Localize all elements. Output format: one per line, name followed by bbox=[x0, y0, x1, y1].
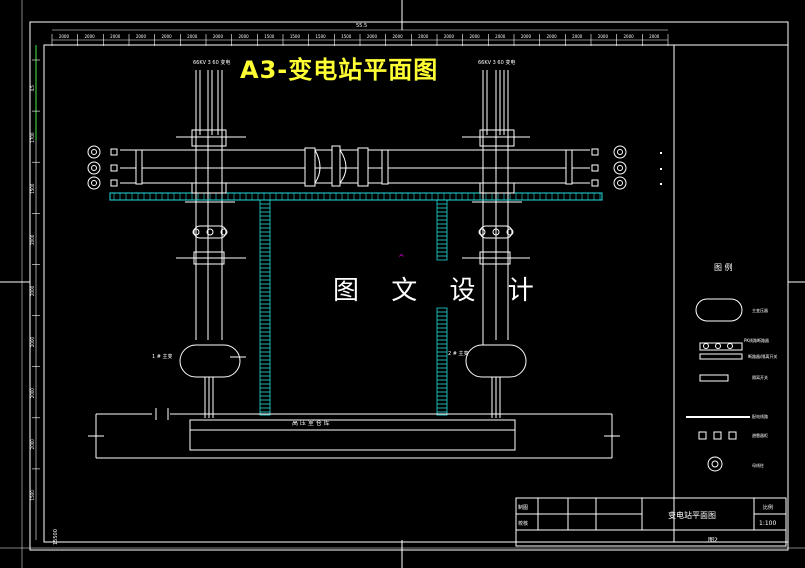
top-scale-label: 2000 bbox=[444, 34, 455, 39]
legend-labels: 主变压器 PK线路断路器 断路器/隔离开关 隔离开关 配电线路 避雷器柜 母线柱 bbox=[744, 307, 777, 468]
building-outline bbox=[88, 408, 620, 459]
cable-ladder bbox=[436, 307, 448, 416]
top-scale-label: 2000 bbox=[598, 34, 609, 39]
legend-frame bbox=[673, 44, 789, 543]
top-dimension-label: 55.5 bbox=[356, 23, 367, 29]
transformer-1 bbox=[179, 344, 246, 418]
top-scale-label: 1500 bbox=[290, 34, 301, 39]
top-scale-label: 2000 bbox=[624, 34, 635, 39]
top-scale-label: 2000 bbox=[187, 34, 198, 39]
transformer-2 bbox=[465, 310, 527, 418]
legend-title: 图 例 bbox=[714, 262, 733, 272]
building-label: 高 压 室 仓 库 bbox=[292, 419, 330, 427]
left-scale: 4.5 1700 1500 2000 2000 2000 2000 2000 1500 bbox=[30, 59, 40, 501]
transformer-2-label: 2 # 主变 bbox=[448, 350, 469, 357]
top-scale-label: 2000 bbox=[59, 34, 70, 39]
transformer-1-label: 1 # 主变 bbox=[152, 353, 173, 360]
legend-item-1: PK线路断路器 bbox=[744, 337, 769, 343]
top-scale-label: 2000 bbox=[136, 34, 147, 39]
left-bottom-dimension: 15500 bbox=[53, 529, 59, 545]
left-scale-label: 2000 bbox=[30, 234, 35, 245]
legend-item-6: 母线柱 bbox=[752, 462, 764, 468]
watermark: 图 文 设 计 bbox=[333, 276, 546, 306]
cable-ladders bbox=[259, 199, 448, 416]
title-block-ratio-label: 比例 bbox=[763, 504, 773, 511]
top-scale-label: 2000 bbox=[572, 34, 583, 39]
top-scale-label: 2000 bbox=[162, 34, 173, 39]
drawing-title: A3-变电站平面图 bbox=[240, 56, 439, 84]
feeder-label-left: 66KV 3 60 变电 bbox=[193, 59, 230, 66]
switchgear-right bbox=[462, 129, 530, 265]
top-scale-label: 2000 bbox=[418, 34, 429, 39]
left-scale-label: 2000 bbox=[30, 285, 35, 296]
top-scale-label: 1500 bbox=[264, 34, 275, 39]
top-scale-label: 2000 bbox=[547, 34, 558, 39]
title-block-ratio-value: 1:100 bbox=[759, 520, 776, 527]
title-block-row1-label: 制图 bbox=[518, 504, 528, 511]
top-scale-label: 2000 bbox=[649, 34, 660, 39]
title-block-drawing-name: 变电站平面图 bbox=[668, 510, 716, 520]
switchgear-left bbox=[176, 129, 246, 265]
legend-item-3: 隔离开关 bbox=[752, 374, 768, 380]
top-scale-label: 1500 bbox=[316, 34, 327, 39]
top-scale-label: 2000 bbox=[495, 34, 506, 39]
left-scale-label: 2000 bbox=[30, 388, 35, 399]
legend-item-4: 配电线路 bbox=[752, 413, 768, 419]
left-scale-label: 1500 bbox=[30, 183, 35, 194]
phase-marks bbox=[660, 152, 662, 185]
top-scale-label: 2000 bbox=[213, 34, 224, 39]
incoming-lines-right bbox=[482, 70, 509, 340]
top-scale-label: 2000 bbox=[393, 34, 404, 39]
cable-ladder bbox=[436, 199, 448, 261]
legend-item-0: 主变压器 bbox=[752, 307, 768, 313]
gantry-beam bbox=[109, 192, 603, 201]
gantry-beam-ticks bbox=[113, 193, 601, 200]
top-scale-label: 2000 bbox=[367, 34, 378, 39]
left-scale-label: 1500 bbox=[30, 490, 35, 501]
top-scale: 2000 2000 2000 2000 2000 2000 2000 2000 1500 1500… bbox=[51, 34, 669, 46]
bus-terminals-right bbox=[591, 145, 627, 190]
legend-item-5: 避雷器柜 bbox=[752, 432, 768, 438]
top-scale-label: 2000 bbox=[85, 34, 96, 39]
title-block-row2-label: 校核 bbox=[518, 520, 528, 527]
top-scale-label: 2000 bbox=[521, 34, 532, 39]
origin-marker: ^ bbox=[398, 253, 405, 262]
legend-item-2: 断路器/隔离开关 bbox=[748, 353, 777, 359]
top-scale-label: 1500 bbox=[341, 34, 352, 39]
top-scale-label: 2000 bbox=[470, 34, 481, 39]
left-scale-label: 4.5 bbox=[30, 85, 35, 92]
busbars bbox=[120, 145, 590, 187]
incoming-lines-left bbox=[195, 70, 223, 340]
left-scale-label: 2000 bbox=[30, 439, 35, 450]
top-scale-label: 2000 bbox=[110, 34, 121, 39]
legend-symbols bbox=[686, 298, 750, 472]
top-scale-label: 2000 bbox=[239, 34, 250, 39]
left-scale-label: 1700 bbox=[30, 132, 35, 143]
left-scale-label: 2000 bbox=[30, 336, 35, 347]
legend-transformer-symbol bbox=[695, 298, 743, 322]
title-block-sheet: 图2 bbox=[708, 537, 718, 544]
cable-ladder bbox=[259, 199, 271, 416]
feeder-label-right: 66KV 3 60 变电 bbox=[478, 59, 515, 66]
title-block bbox=[515, 497, 787, 547]
bus-terminals-left bbox=[87, 145, 118, 190]
